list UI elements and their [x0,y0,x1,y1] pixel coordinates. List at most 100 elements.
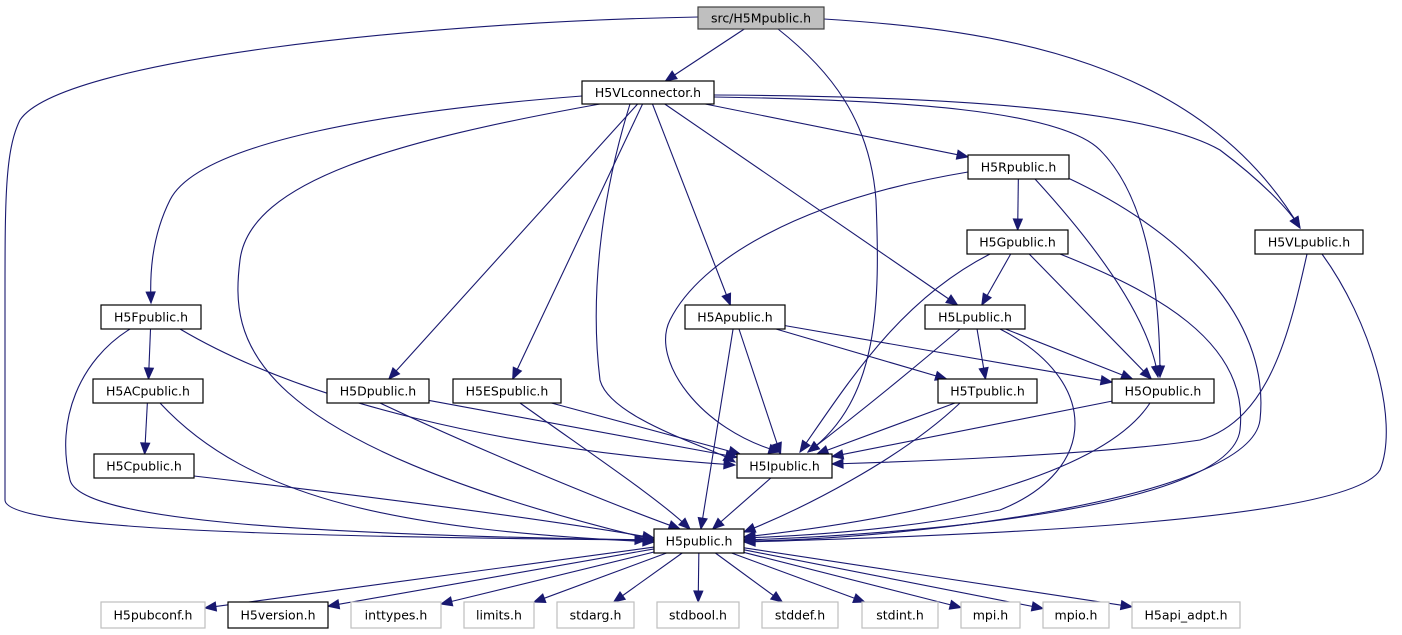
node-H5VLconnector[interactable]: H5VLconnector.h [581,80,715,105]
node-box [1254,229,1364,255]
arrowhead-H5Dpublic-to-H5public [667,520,682,530]
node-mpio: mpio.h [1042,601,1110,629]
edge-H5ACpublic-to-H5public [159,402,655,543]
arrowhead-H5VLconnector-to-H5ESpublic [512,366,523,381]
arrowhead-H5ESpublic-to-H5public [678,517,691,530]
arrowhead-H5Fpublic-to-H5ACpublic [143,367,155,381]
node-label: H5Lpublic.h [938,310,1012,325]
node-box [581,80,715,105]
arrowhead-H5Gpublic-to-H5Opublic [1139,367,1153,380]
edge-H5public-to-stddef [715,552,783,603]
node-H5ACpublic[interactable]: H5ACpublic.h [92,378,204,404]
node-label: H5Opublic.h [1125,384,1202,399]
node-box [937,378,1038,404]
node-H5VLpublic[interactable]: H5VLpublic.h [1254,229,1364,255]
edge-H5Rpublic-to-H5Opublic [1034,178,1159,378]
arrowhead-H5public-to-stdarg [612,591,627,603]
node-H5version[interactable]: H5version.h [227,601,329,629]
edge-H5Cpublic-to-H5public [193,475,655,539]
node-H5Cpublic[interactable]: H5Cpublic.h [93,453,195,479]
edge-H5VLconnector-to-H5ESpublic [512,103,644,380]
edge-H5Mpublic-to-H5Ipublic [777,28,878,453]
node-label: H5Apublic.h [697,310,772,325]
arrowhead-H5Gpublic-to-H5Ipublic [799,439,811,454]
node-label: H5Rpublic.h [981,160,1057,175]
edge-H5public-to-H5api_adpt [743,547,1133,608]
edge-H5public-to-H5version [327,548,655,607]
node-box [326,378,430,404]
edge-H5Apublic-to-H5Tpublic [775,328,947,380]
node-label: stdbool.h [669,608,727,623]
edge-H5Apublic-to-H5public [700,328,734,530]
node-H5Opublic[interactable]: H5Opublic.h [1111,378,1215,404]
node-label: H5Ipublic.h [749,459,820,474]
node-label: H5Dpublic.h [340,384,416,399]
node-H5pubconf: H5pubconf.h [100,601,206,629]
arrowhead-H5public-to-stdint [852,593,866,603]
edge-H5Opublic-to-H5public [743,402,1151,538]
node-label: stddef.h [775,608,825,623]
arrowhead-H5VLconnector-to-H5Apublic [721,292,732,307]
node-box [684,304,786,330]
arrowhead-H5VLpublic-to-H5Ipublic [830,458,844,469]
arrowhead-H5Lpublic-to-H5Ipublic [806,440,821,453]
node-label: H5Cpublic.h [106,459,182,474]
arrowhead-H5Cpublic-to-H5public [641,530,656,542]
node-box [92,378,204,404]
edge-H5public-to-stdarg [613,552,683,603]
edge-H5ESpublic-to-H5public [519,402,691,530]
arrowhead-H5Ipublic-to-H5public [711,517,725,530]
arrowhead-H5VLconnector-to-H5VLpublic [1289,215,1301,230]
node-label: H5ACpublic.h [106,384,190,399]
node-H5public[interactable]: H5public.h [653,528,745,554]
edge-H5Mpublic-to-H5public [4,16,699,541]
node-box [697,6,825,30]
arrowhead-H5Fpublic-to-H5Ipublic [723,459,737,470]
edge-H5VLpublic-to-H5public [743,253,1387,543]
edge-H5Gpublic-to-H5public [743,253,1242,541]
node-H5Gpublic[interactable]: H5Gpublic.h [966,229,1069,255]
node-H5Dpublic[interactable]: H5Dpublic.h [326,378,430,404]
node-H5Mpublic[interactable]: src/H5Mpublic.h [697,6,825,30]
node-box [861,601,939,629]
arrowhead-H5public-to-mpi [948,599,963,610]
node-label: src/H5Mpublic.h [711,11,811,26]
node-H5Apublic[interactable]: H5Apublic.h [684,304,786,330]
node-stdbool: stdbool.h [656,601,740,629]
node-box [556,601,635,629]
arrowhead-H5Tpublic-to-H5public [742,522,757,533]
node-box [350,601,442,629]
edge-H5Lpublic-to-H5public [743,328,1076,539]
node-inttypes: inttypes.h [350,601,442,629]
node-H5Ipublic[interactable]: H5Ipublic.h [736,453,833,479]
node-H5Tpublic[interactable]: H5Tpublic.h [937,378,1038,404]
edge-H5Opublic-to-H5Ipublic [831,400,1113,458]
edge-H5Mpublic-to-H5VLpublic [823,18,1301,229]
node-label: H5version.h [240,608,315,623]
node-stdarg: stdarg.h [556,601,635,629]
node-label: H5pubconf.h [114,608,193,623]
node-label: inttypes.h [365,608,428,623]
node-H5ESpublic[interactable]: H5ESpublic.h [452,378,562,404]
node-box [960,601,1021,629]
edge-H5VLconnector-to-H5Opublic [713,96,1161,378]
node-H5Fpublic[interactable]: H5Fpublic.h [100,304,202,330]
arrowhead-H5public-to-H5version [326,599,341,610]
edge-H5VLpublic-to-H5Ipublic [831,253,1308,465]
node-H5Rpublic[interactable]: H5Rpublic.h [967,154,1070,180]
node-label: H5VLconnector.h [595,85,701,100]
edge-H5VLconnector-to-H5Ipublic [595,103,736,463]
node-box [1042,601,1110,629]
edge-H5Tpublic-to-H5public [743,402,961,533]
edge-H5VLconnector-to-H5Rpublic [705,103,969,158]
node-stdint: stdint.h [861,601,939,629]
arrowhead-H5Apublic-to-H5Opublic [1099,375,1114,386]
arrowhead-H5Opublic-to-H5Ipublic [830,449,845,460]
arrowhead-H5public-to-H5pubconf [203,601,218,612]
edge-H5public-to-limits [533,552,667,603]
edge-H5Fpublic-to-H5public [65,328,655,541]
edge-H5Apublic-to-H5Opublic [784,325,1113,383]
node-box [1131,601,1241,629]
edge-H5VLconnector-to-H5Apublic [651,103,731,306]
node-H5Lpublic[interactable]: H5Lpublic.h [924,304,1026,330]
